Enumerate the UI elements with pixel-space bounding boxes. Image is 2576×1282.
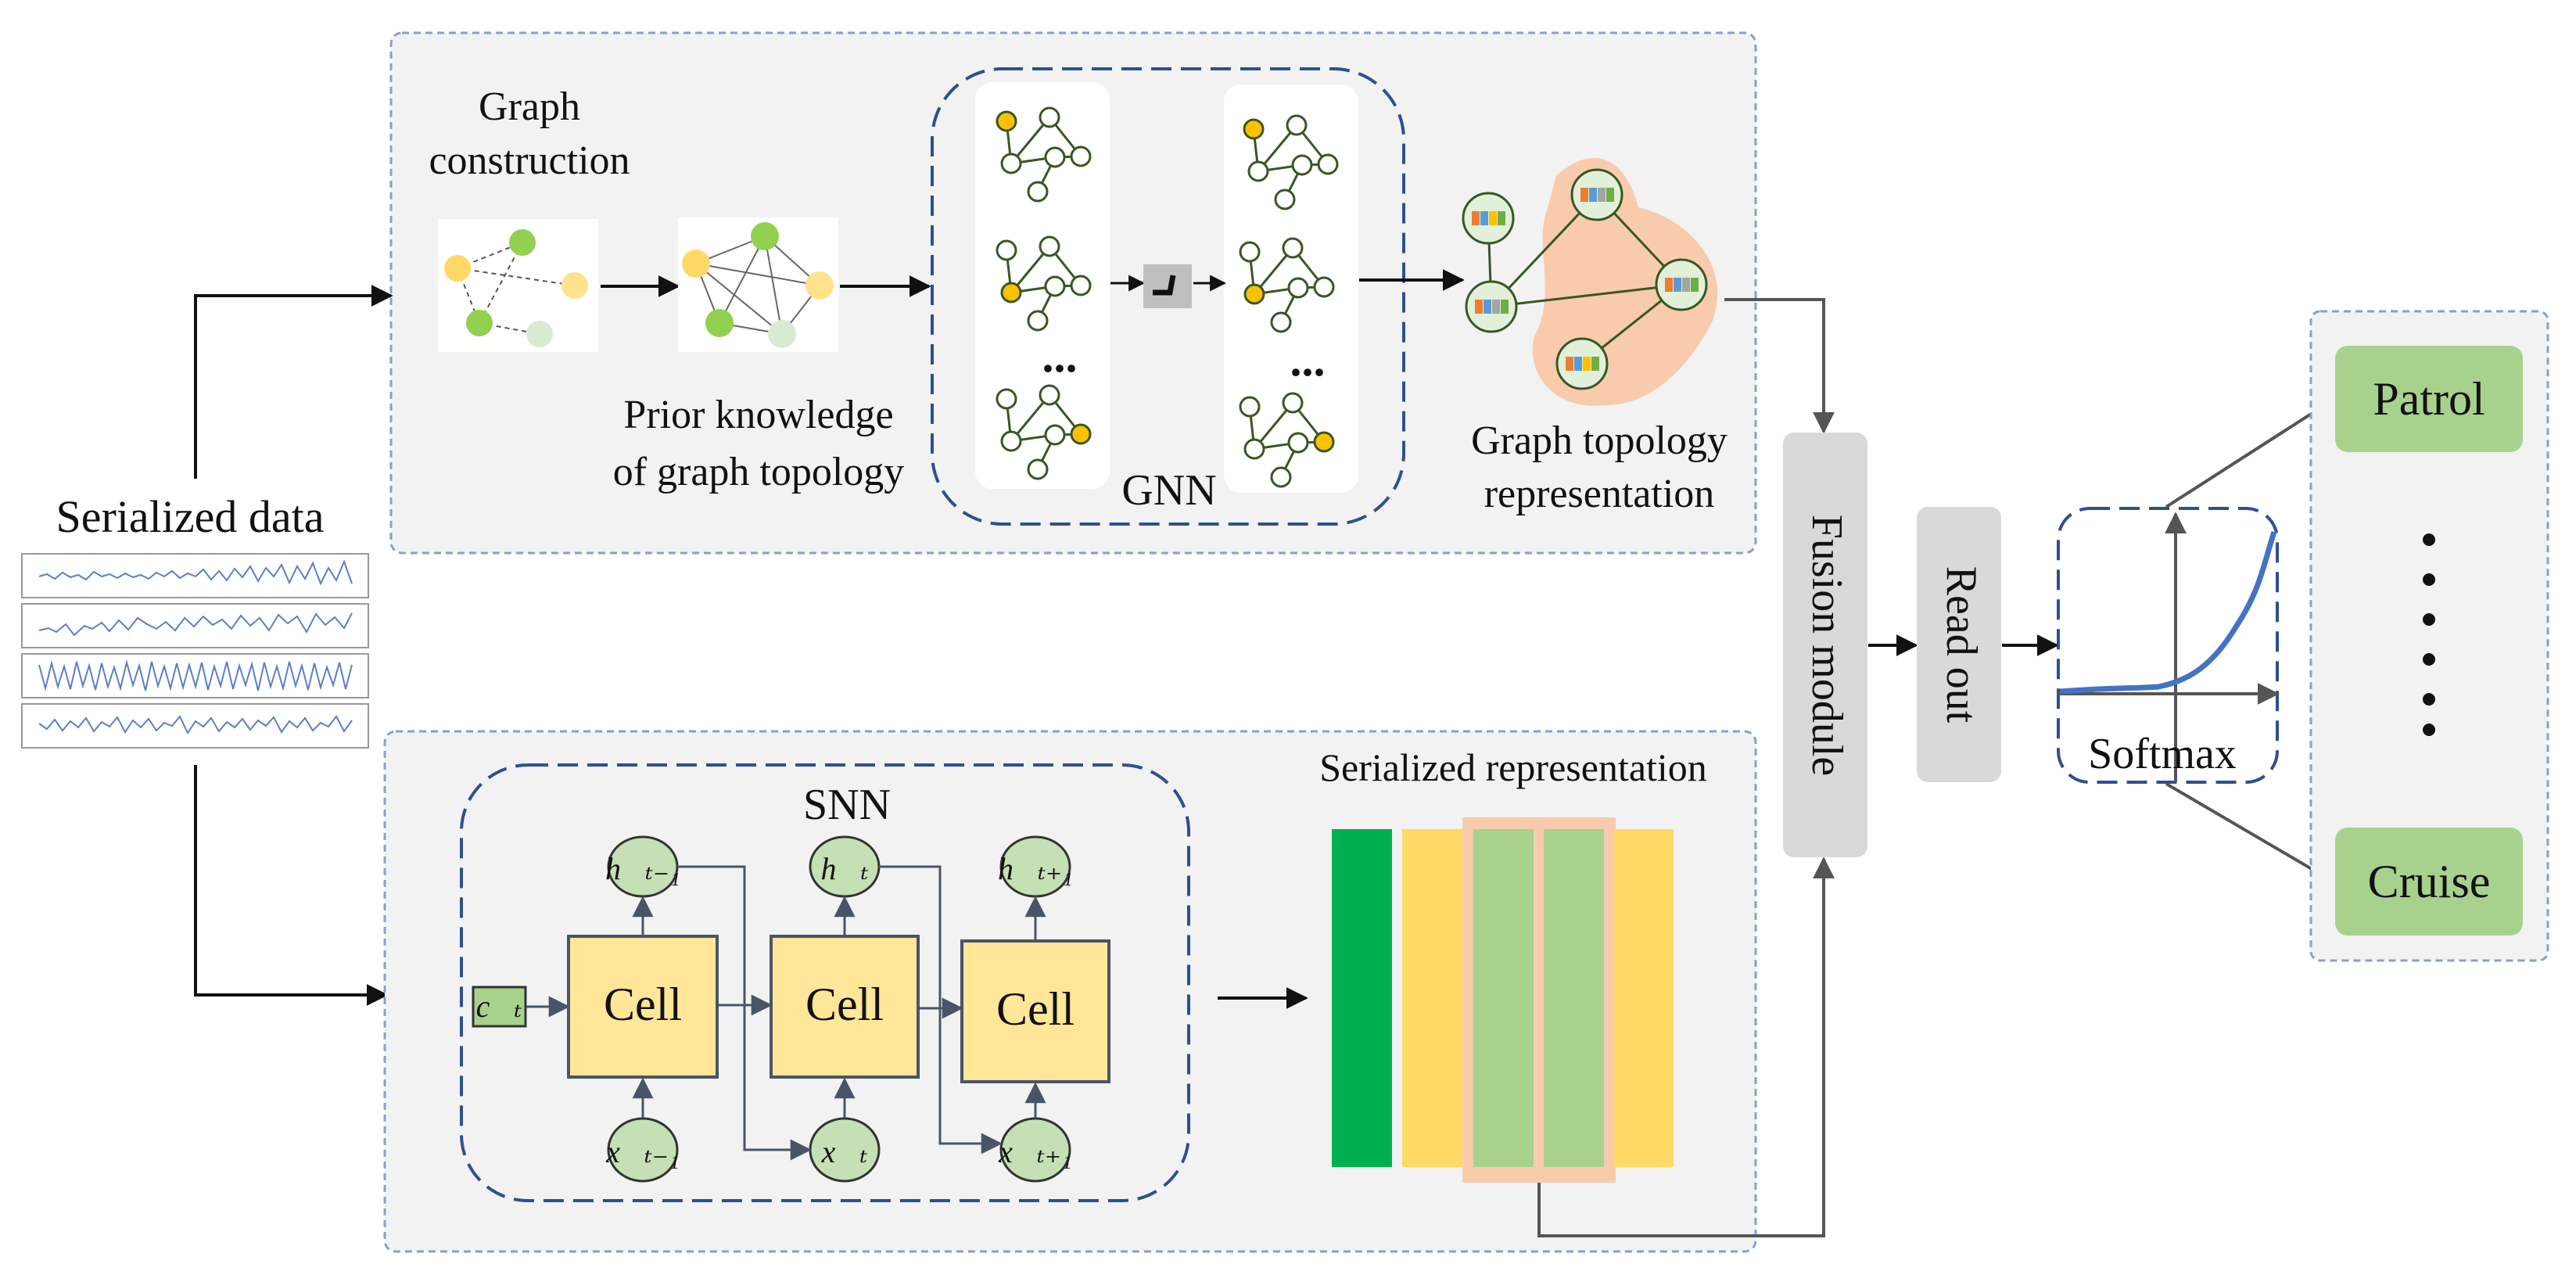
recurrence-link-2 xyxy=(879,865,1003,1155)
cell-3-label: Cell xyxy=(996,983,1075,1035)
output-classes-panel xyxy=(2309,310,2549,962)
h-tm1-label: h⃗ₜ₋₁ xyxy=(605,851,680,886)
class-cruise xyxy=(2335,828,2523,935)
fusion-module xyxy=(1783,433,1867,857)
gnn-mini-graph xyxy=(1239,392,1335,488)
input-tm1 xyxy=(607,1117,679,1183)
cell-1 xyxy=(567,935,719,1079)
arrow-softmax-to-patrol xyxy=(2165,397,2337,508)
recurrence-link-1 xyxy=(677,865,812,1161)
graph-topology-rep-label-2: representation xyxy=(1484,472,1715,516)
cell-2 xyxy=(770,935,920,1079)
graph-construction-label-2: construction xyxy=(429,138,630,183)
arrow-softmax-to-cruise xyxy=(2165,782,2337,884)
class-patrol xyxy=(2335,346,2523,452)
arrow-data-to-snn-branch xyxy=(194,765,389,1006)
relu-icon xyxy=(1143,264,1192,308)
gnn-mini-graph xyxy=(996,235,1092,332)
snn-label: SNN xyxy=(803,781,891,829)
graph-topology-rep-label: Graph topology xyxy=(1471,418,1727,463)
serialized-representation-bars xyxy=(1332,817,1674,1183)
initial-graph-icon xyxy=(438,219,598,352)
cruise-label: Cruise xyxy=(2368,856,2491,907)
cell-state-input xyxy=(472,986,527,1028)
h-t-label: h⃗ₜ xyxy=(821,851,869,886)
x-t-label: x⃗ₜ xyxy=(821,1134,868,1169)
c-t-label: c⃗ₜ xyxy=(476,989,522,1024)
h-tp1-label: h⃗ₜ₊₁ xyxy=(998,851,1073,886)
prior-knowledge-label: Prior knowledge xyxy=(623,393,893,437)
gnn-input-column xyxy=(975,82,1110,489)
prior-knowledge-label-2: of graph topology xyxy=(613,450,905,494)
prior-graph-icon xyxy=(678,217,838,352)
arrow-serial-to-fusion xyxy=(1537,856,1835,1237)
serialized-representation-label: Serialized representation xyxy=(1319,745,1707,789)
patrol-label: Patrol xyxy=(2373,373,2485,425)
line-chart-icon xyxy=(21,553,369,749)
graph-construction-label: Graph xyxy=(479,84,580,129)
class-ellipsis-dots xyxy=(2423,533,2435,736)
softmax-box xyxy=(2057,507,2279,784)
gnn-mini-graph xyxy=(1243,114,1339,210)
x-tm1-label: x⃗ₜ₋₁ xyxy=(605,1134,680,1169)
arrow-data-to-graph-branch xyxy=(194,285,393,479)
arrow-graph-to-fusion xyxy=(1724,298,1835,434)
gnn-mini-graph xyxy=(996,384,1092,480)
gnn-box xyxy=(931,67,1405,526)
read-out-module xyxy=(1917,507,2001,782)
gnn-ellipsis-left: ... xyxy=(1042,330,1078,382)
fusion-module-label: Fusion module xyxy=(1803,515,1851,776)
gnn-label: GNN xyxy=(1121,466,1216,515)
snn-box xyxy=(460,763,1190,1202)
gnn-ellipsis-right: ... xyxy=(1290,334,1326,386)
x-tp1-label: x⃗ₜ₊₁ xyxy=(998,1134,1072,1169)
softmax-label: Softmax xyxy=(2088,730,2237,778)
gnn-mini-graph xyxy=(1239,237,1335,333)
read-out-label: Read out xyxy=(1937,566,1986,724)
gnn-mini-graph xyxy=(996,106,1092,203)
cell-1-label: Cell xyxy=(604,979,682,1030)
softmax-curve-icon xyxy=(2058,512,2280,782)
graph-topology-representation xyxy=(1462,157,1718,406)
cell-2-label: Cell xyxy=(805,979,884,1030)
serialized-data-label: Serialized data xyxy=(56,491,325,542)
cell-3 xyxy=(960,939,1110,1083)
